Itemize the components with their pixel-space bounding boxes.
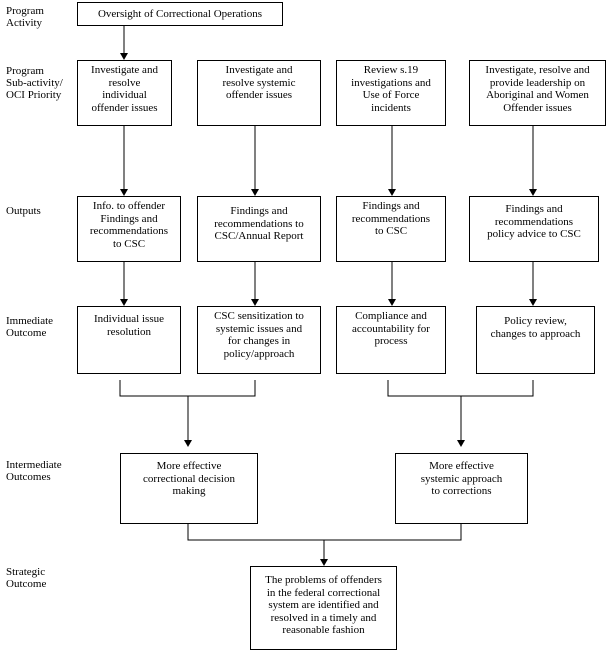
output-box-1: Info. to offender Findings and recommend… [77,196,181,262]
row-label-program-activity: Program Activity [6,5,44,29]
immediate-outcome-box-3: Compliance and accountability for proces… [336,306,446,374]
output-box-2: Findings and recommendations to CSC/Annu… [197,196,321,262]
row-label-intermediate-outcomes: Intermediate Outcomes [6,459,62,483]
row-label-immediate-outcome: Immediate Outcome [6,315,54,339]
immediate-outcome-box-2: CSC sensitization to systemic issues and… [197,306,321,374]
sub-activity-box-1: Investigate and resolve individual offen… [77,60,172,126]
output-box-4: Findings and recommendations policy advi… [469,196,599,262]
program-activity-box: Oversight of Correctional Operations [77,2,283,26]
immediate-outcome-box-1: Individual issue resolution [77,306,181,374]
row-label-outputs: Outputs [6,205,41,217]
output-box-3: Findings and recommendations to CSC [336,196,446,262]
row-label-sub-activity: Program Sub-activity/ OCI Priority [6,65,63,101]
sub-activity-box-4: Investigate, resolve and provide leaders… [469,60,606,126]
sub-activity-box-2: Investigate and resolve systemic offende… [197,60,321,126]
intermediate-outcome-box-2: More effective systemic approach to corr… [395,453,528,524]
immediate-outcome-box-4: Policy review, changes to approach [476,306,595,374]
intermediate-outcome-box-1: More effective correctional decision mak… [120,453,258,524]
sub-activity-box-3: Review s.19 investigations and Use of Fo… [336,60,446,126]
strategic-outcome-box: The problems of offenders in the federal… [250,566,397,650]
row-label-strategic-outcome: Strategic Outcome [6,566,47,590]
